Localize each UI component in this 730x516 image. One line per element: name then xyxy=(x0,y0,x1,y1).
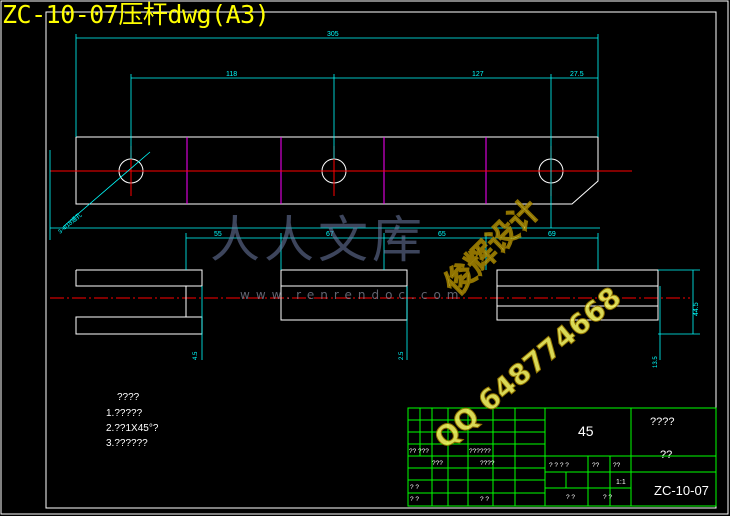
tb-code: ZC-10-07 xyxy=(654,483,709,498)
notes-line-2: 2.??1X45°? xyxy=(106,423,159,434)
tb-name: ???? xyxy=(650,416,674,428)
dim-vert-3: 13.5 xyxy=(653,356,659,368)
tb-cell-11: ? ? xyxy=(603,494,612,501)
watermark-logo: 人人文库 xyxy=(210,211,426,269)
tb-cell-4: ? ? ? ? xyxy=(549,462,569,469)
dim-overall: 305 xyxy=(327,31,339,38)
dim-bottom-4: 69 xyxy=(548,231,556,238)
bottom-dims xyxy=(185,233,700,360)
tb-cell-7: ? ? xyxy=(410,484,419,491)
tb-cell-10: ? ? xyxy=(566,494,575,501)
tb-cell-5: ?? xyxy=(592,462,600,469)
tb-qty: ?? xyxy=(660,449,672,461)
notes-title: ???? xyxy=(117,392,140,403)
bottom-part xyxy=(75,269,659,335)
tb-cell-2: ?????? xyxy=(469,448,491,455)
notes-line-3: 3.?????? xyxy=(106,438,148,449)
dim-vert-1: 4.5 xyxy=(193,351,199,360)
dim-top-mid: 127 xyxy=(472,71,484,78)
dim-vert-2: 2.5 xyxy=(399,351,405,360)
tb-cell-8: ? ? xyxy=(410,496,419,503)
title-block xyxy=(407,407,717,507)
watermark-site: www.renrendoc.com xyxy=(240,288,465,302)
tb-cell-6: ?? xyxy=(613,462,621,469)
dim-top-left: 118 xyxy=(226,71,237,78)
dim-bottom-3: 65 xyxy=(438,231,446,238)
tb-material: 45 xyxy=(578,423,594,439)
tb-cell-1: ?? ??? xyxy=(409,448,429,455)
dim-bottom-2: 67 xyxy=(326,231,334,238)
top-dims xyxy=(49,34,600,240)
tb-scale: 1:1 xyxy=(616,479,626,486)
tb-cell-12: ??? xyxy=(432,460,443,467)
dim-bottom-1: 55 xyxy=(214,231,222,238)
dim-diag: 3-Φ18通孔 xyxy=(56,211,83,236)
dim-vert-4: 44.5 xyxy=(693,302,700,316)
dim-top-right: 27.5 xyxy=(570,71,584,78)
tb-cell-3: ???? xyxy=(480,460,495,467)
inner-frame xyxy=(45,11,717,509)
notes-line-1: 1.????? xyxy=(106,408,143,419)
drawing-title: ZC-10-07压杆dwg(A3) xyxy=(2,0,270,29)
tb-cell-9: ? ? xyxy=(480,496,489,503)
